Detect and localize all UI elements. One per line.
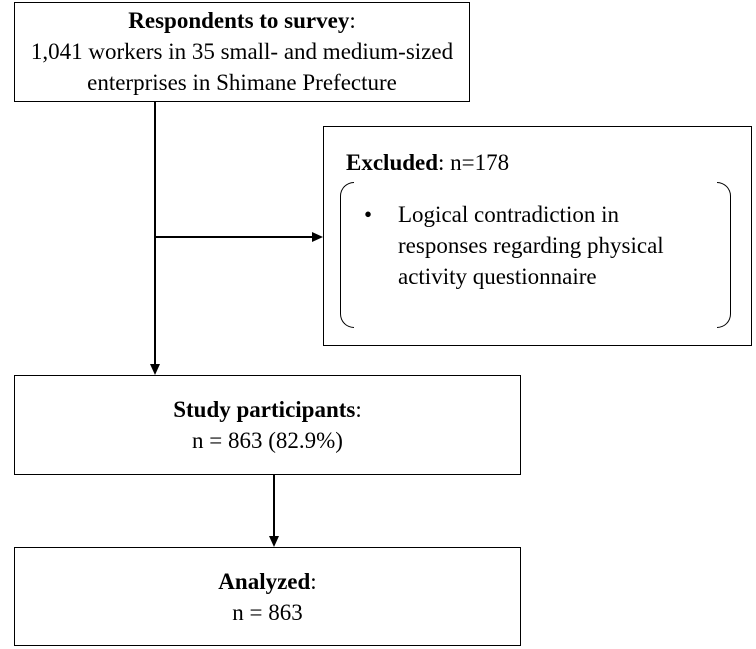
respondents-line2: enterprises in Shimane Prefecture [87, 70, 397, 95]
excluded-label: Excluded [346, 150, 439, 175]
excluded-bracket-right [717, 182, 731, 328]
connector-to-excluded [155, 236, 313, 238]
arrow-to-excluded [312, 232, 323, 242]
respondents-box: Respondents to survey: 1,041 workers in … [14, 2, 470, 102]
excluded-value: : n=178 [438, 150, 510, 175]
arrow-to-analyzed [269, 536, 279, 547]
study-participants-label: Study participants [173, 397, 356, 422]
excluded-bracket-left [340, 182, 354, 328]
respondents-separator: : [349, 8, 356, 33]
study-participants-separator: : [355, 397, 362, 422]
excluded-reason: Logical contradiction in responses regar… [398, 202, 664, 289]
study-participants-text: Study participants: n = 863 (82.9%) [15, 394, 520, 456]
connector-to-analyzed [273, 475, 275, 537]
respondents-label: Respondents to survey [128, 8, 350, 33]
respondents-line1: 1,041 workers in 35 small- and medium-si… [30, 39, 454, 64]
study-participants-value: n = 863 (82.9%) [192, 428, 343, 453]
excluded-title: Excluded: n=178 [346, 147, 509, 178]
connector-main-vertical [154, 102, 156, 364]
study-participants-box: Study participants: n = 863 (82.9%) [14, 375, 521, 475]
analyzed-label: Analyzed [218, 569, 311, 594]
excluded-reasons-list: • Logical contradiction in responses reg… [364, 199, 704, 292]
list-item: • Logical contradiction in responses reg… [364, 199, 704, 292]
respondents-text: Respondents to survey: 1,041 workers in … [15, 5, 469, 98]
analyzed-value: n = 863 [232, 600, 303, 625]
analyzed-text: Analyzed: n = 863 [15, 566, 520, 628]
bullet-marker: • [364, 202, 373, 227]
analyzed-separator: : [310, 569, 317, 594]
excluded-box: Excluded: n=178 • Logical contradiction … [323, 126, 752, 346]
arrow-to-study-participants [150, 364, 160, 375]
analyzed-box: Analyzed: n = 863 [14, 547, 521, 646]
